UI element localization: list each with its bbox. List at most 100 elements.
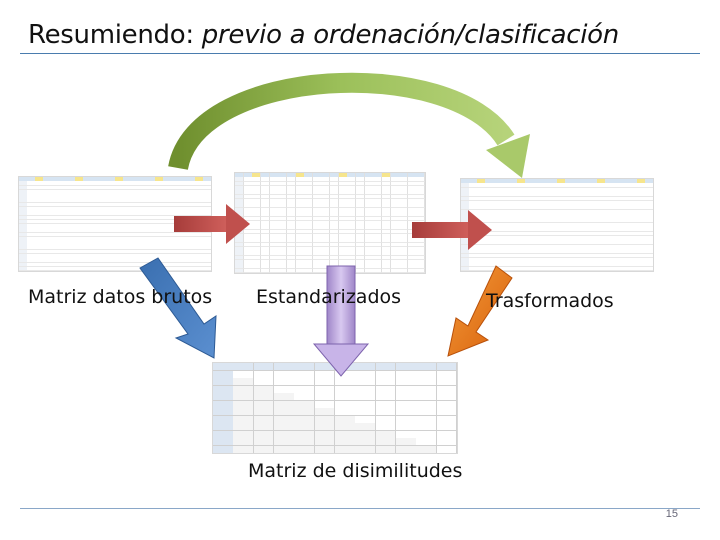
sheet-cell [338, 186, 348, 191]
sheet-cell [243, 194, 253, 200]
sheet-cell [243, 264, 253, 270]
sheet-cell [390, 220, 400, 226]
sheet-cell [269, 255, 279, 261]
sheet-cell [338, 177, 348, 183]
sheet-cell [260, 177, 270, 183]
sheet-cell [243, 268, 253, 273]
sheet-cell [278, 186, 288, 191]
sheet-cell [347, 255, 357, 261]
sheet-cell [252, 229, 262, 235]
sheet-cell [330, 194, 340, 200]
sheet-cell [399, 264, 409, 270]
sheet-cell [295, 220, 305, 226]
sheet-cell [399, 194, 409, 200]
sheet-cell [295, 186, 305, 191]
sheet-cell [399, 212, 409, 217]
sheet-cell [407, 238, 417, 243]
sheet-cell [235, 246, 245, 252]
sheet-cell [373, 264, 383, 270]
sheet-cell [347, 203, 357, 209]
sheet-cell [364, 194, 374, 200]
sheet-cell [295, 246, 305, 252]
sheet-cell [390, 246, 400, 252]
sheet-cell [269, 177, 279, 183]
red-arrow-2 [412, 210, 492, 250]
sheet-cell [312, 194, 322, 200]
sheet-cell [312, 203, 322, 209]
sheet-cell [252, 246, 262, 252]
sheet-cell [260, 268, 270, 273]
sheet-cell [416, 194, 425, 200]
sheet-cell [390, 212, 400, 217]
sheet-cell [260, 186, 270, 191]
sheet-cell [381, 264, 391, 270]
sheet-cell [399, 220, 409, 226]
sheet-cell [321, 203, 331, 209]
sheet-cell [645, 192, 653, 197]
sheet-cell [399, 177, 409, 183]
sheet-cell [399, 255, 409, 261]
sheet-cell [645, 227, 653, 233]
raw-data-sheet [18, 176, 212, 272]
sheet-cell [399, 268, 409, 273]
sheet-cell [330, 220, 340, 226]
sheet-cell [373, 177, 383, 183]
sheet-cell [407, 212, 417, 217]
sheet-cell [304, 220, 314, 226]
sheet-cell [330, 238, 340, 243]
sheet-cell [295, 203, 305, 209]
sheet-cell [390, 264, 400, 270]
sheet-cell [338, 229, 348, 235]
sheet-cell [645, 200, 653, 206]
sheet-cell [260, 255, 270, 261]
sheet-cell [407, 255, 417, 261]
sheet-cell [321, 194, 331, 200]
sheet-cell [355, 268, 365, 273]
sheet-cell [286, 177, 296, 183]
sheet-cell [295, 264, 305, 270]
page-number: 15 [665, 508, 678, 520]
purple-arrow [312, 265, 370, 377]
sheet-cell [304, 268, 314, 273]
sheet-cell [355, 186, 365, 191]
sheet-cell [260, 194, 270, 200]
sheet-cell [645, 262, 653, 268]
sheet-cell [381, 255, 391, 261]
sheet-cell [355, 246, 365, 252]
standardized-sheet [234, 172, 426, 274]
sheet-cell [252, 220, 262, 226]
sheet-cell [304, 264, 314, 270]
sheet-cell [243, 255, 253, 261]
sheet-cell [312, 220, 322, 226]
sheet-cell [338, 246, 348, 252]
sheet-cell [645, 218, 653, 224]
sheet-cell [286, 264, 296, 270]
sheet-cell [269, 229, 279, 235]
sheet-cell [295, 268, 305, 273]
sheet-cell [312, 238, 322, 243]
sheet-cell [364, 220, 374, 226]
sheet-cell [390, 203, 400, 209]
sheet-cell [338, 203, 348, 209]
sheet-cell [278, 264, 288, 270]
sheet-cell [347, 238, 357, 243]
title-prefix: Resumiendo: [28, 20, 194, 50]
sheet-cell [321, 229, 331, 235]
sheet-cell [252, 255, 262, 261]
sheet-cell [390, 268, 400, 273]
sheet-cell [338, 212, 348, 217]
sheet-cell [645, 266, 653, 271]
sheet-cell [381, 203, 391, 209]
sheet-cell [381, 268, 391, 273]
sheet-cell [295, 229, 305, 235]
sheet-cell [355, 177, 365, 183]
sheet-cell [355, 229, 365, 235]
sheet-cell [381, 220, 391, 226]
sheet-cell [373, 246, 383, 252]
sheet-cell [312, 268, 322, 273]
sheet-cell [364, 203, 374, 209]
label-raw-data: Matriz datos brutos [28, 286, 213, 308]
sheet-cell [321, 212, 331, 217]
sheet-cell [286, 268, 296, 273]
sheet-cell [252, 238, 262, 243]
